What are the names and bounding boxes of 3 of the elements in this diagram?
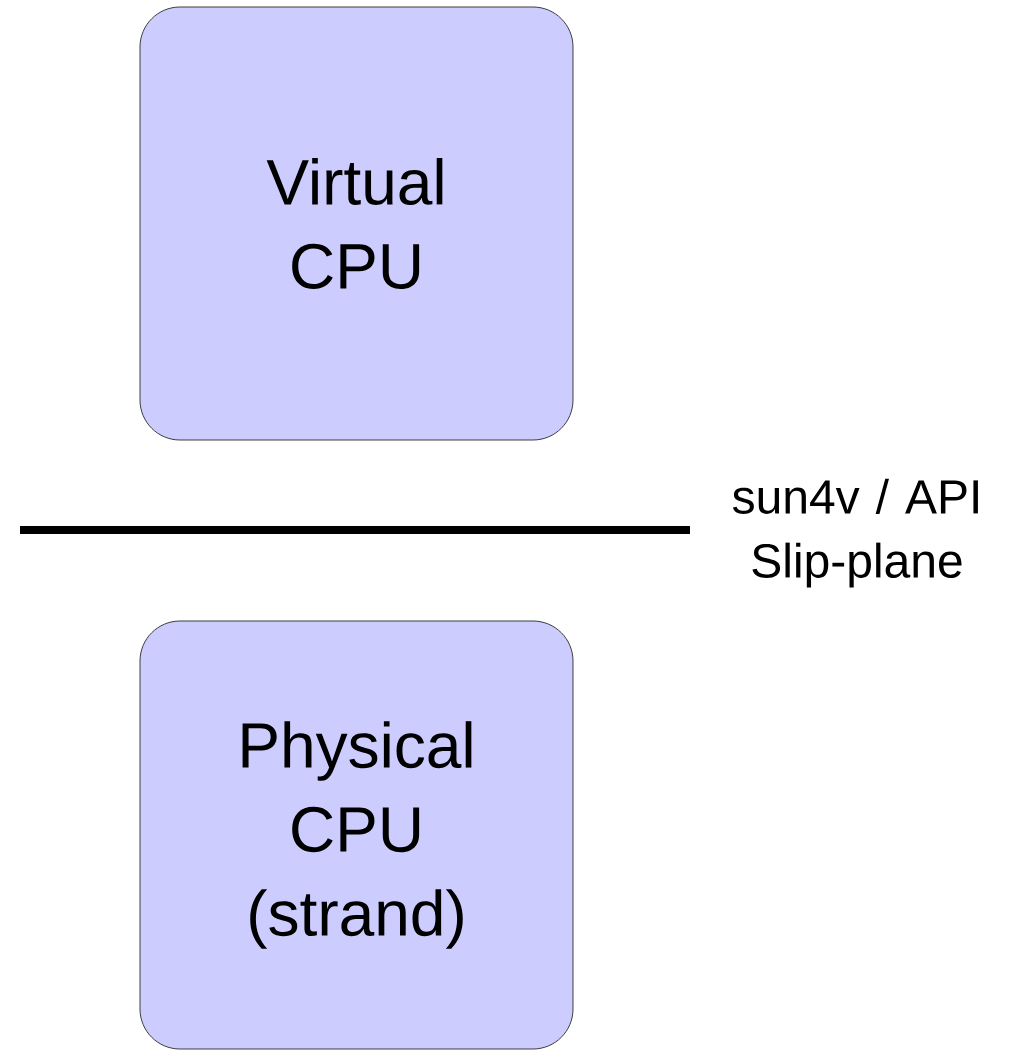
process-box: Physical CPU (strand) <box>139 620 574 1050</box>
plane-label: sun4v / API Slip-plane <box>732 478 978 588</box>
process-box: Virtual CPU <box>139 6 574 441</box>
